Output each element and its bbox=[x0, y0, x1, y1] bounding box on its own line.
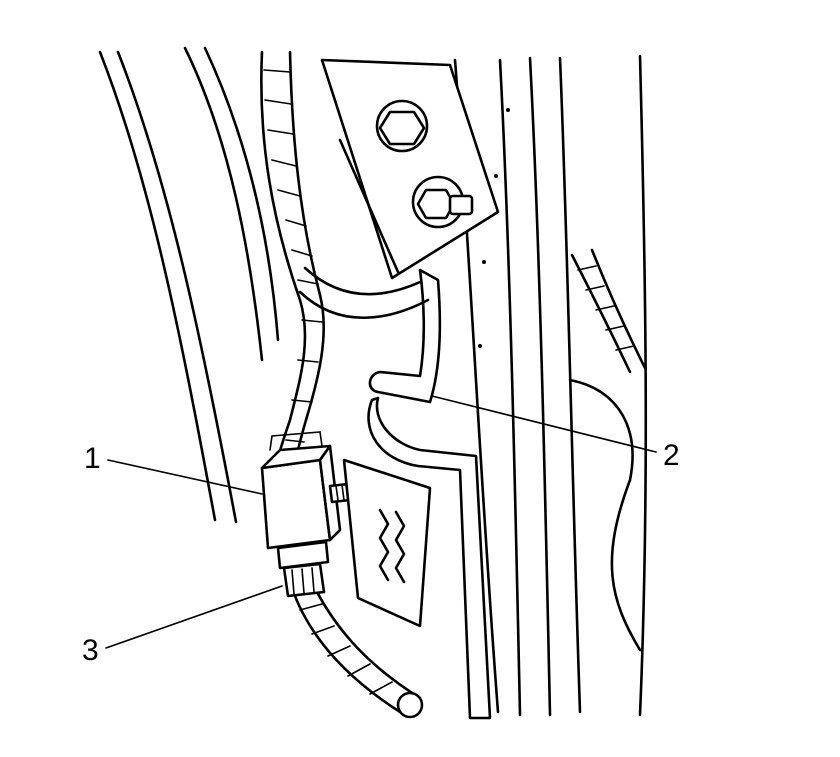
leader-lines bbox=[105, 395, 657, 649]
bolt-lower bbox=[411, 175, 474, 229]
body-panel bbox=[453, 54, 648, 717]
relay-1 bbox=[260, 431, 352, 550]
leader-line-3 bbox=[105, 585, 283, 649]
lower-trim bbox=[342, 458, 432, 628]
wiring-harness bbox=[260, 50, 647, 719]
leader-line-2 bbox=[431, 395, 657, 453]
bolt-upper bbox=[375, 99, 429, 153]
connector-3 bbox=[276, 540, 330, 598]
callout-3: 3 bbox=[82, 634, 99, 667]
leader-line-1 bbox=[107, 459, 263, 495]
callout-2: 2 bbox=[663, 439, 680, 472]
bracket-2 bbox=[367, 268, 492, 720]
pillar-trim bbox=[98, 46, 280, 524]
mounting-plate bbox=[320, 58, 500, 280]
callout-1: 1 bbox=[84, 442, 101, 475]
